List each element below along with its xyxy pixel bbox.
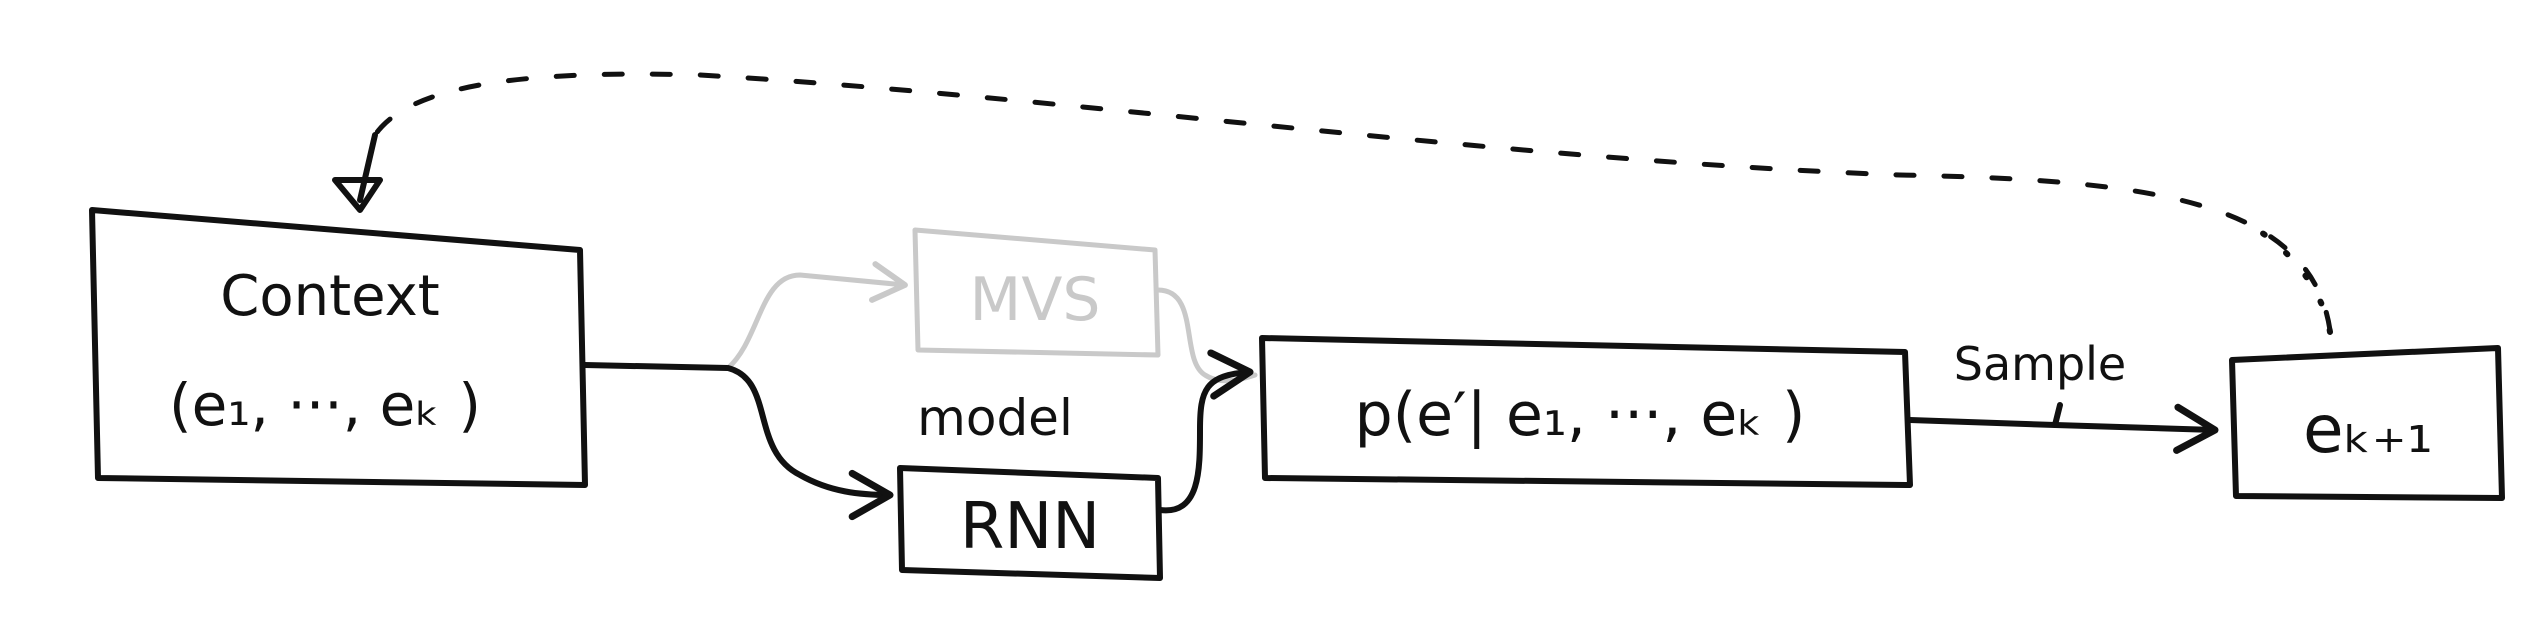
- feedback-dotted-tail: [2247, 222, 2333, 335]
- feedback-dashed-arrow: [372, 71, 2333, 333]
- next-element-label: eₖ₊₁: [2303, 391, 2433, 468]
- rnn-to-distribution-arrow: [1157, 349, 1254, 514]
- sample-label: Sample: [1954, 337, 2126, 391]
- sample-arrow: [2052, 403, 2219, 454]
- feedback-arrow-head: [332, 177, 383, 213]
- mvs-label: MVS: [970, 265, 1101, 335]
- mvs-to-distribution-arrow: [1155, 287, 1258, 384]
- rnn-box: RNN: [897, 465, 1163, 581]
- next-element-box: eₖ₊₁: [2229, 345, 2505, 501]
- distribution-label: p(e′| e₁, ···, eₖ ): [1355, 380, 1806, 450]
- context-elements: (e₁, ···, eₖ ): [169, 371, 481, 439]
- model-label: model: [917, 389, 1073, 447]
- context-to-split: [582, 362, 731, 371]
- rnn-label: RNN: [960, 490, 1100, 564]
- split-to-rnn-arrow: [725, 365, 894, 521]
- context-title: Context: [220, 264, 439, 329]
- mvs-box: MVS: [912, 227, 1161, 358]
- distribution-box: p(e′| e₁, ···, eₖ ): [1259, 335, 1913, 488]
- sample-bracket: [1907, 402, 2063, 428]
- split-to-mvs-arrow: [725, 261, 908, 371]
- context-box: Context (e₁, ···, eₖ ): [89, 207, 588, 488]
- feedback-arrow-stem: [357, 132, 378, 203]
